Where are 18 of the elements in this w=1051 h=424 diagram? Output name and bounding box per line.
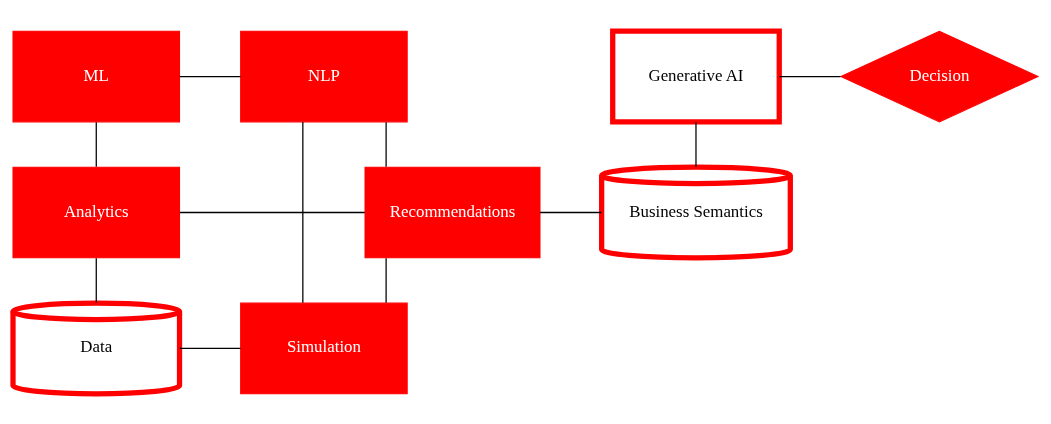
node-box: Simulation xyxy=(240,302,408,394)
connector xyxy=(695,121,697,167)
connector xyxy=(539,211,602,213)
node-box: ML xyxy=(12,30,181,122)
connector xyxy=(179,347,242,349)
connector xyxy=(179,211,366,213)
node-box: Generative AI xyxy=(610,28,782,124)
connector xyxy=(302,120,304,303)
node-diamond: Decision xyxy=(839,30,1040,122)
connector xyxy=(385,121,387,167)
connector xyxy=(385,257,387,303)
node-box: Recommendations xyxy=(364,166,541,258)
connector xyxy=(95,121,97,167)
connector xyxy=(95,257,97,303)
node-box: NLP xyxy=(240,30,408,122)
connector xyxy=(778,75,842,77)
connector xyxy=(179,75,242,77)
node-box: Analytics xyxy=(12,166,181,258)
